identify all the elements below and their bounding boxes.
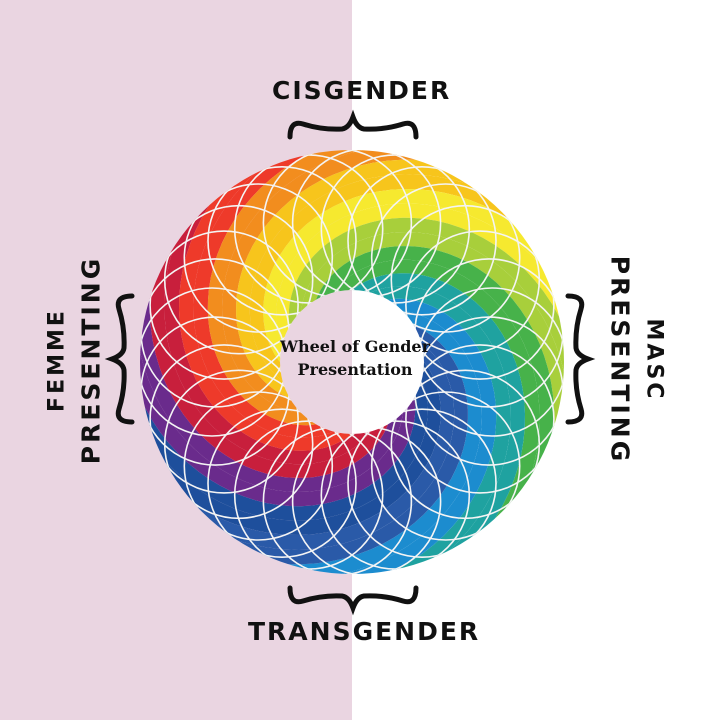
spectrum-wedge <box>195 323 468 565</box>
brace-top-icon <box>287 109 419 140</box>
femme-presenting-label: FEMME PRESENTING <box>35 256 115 464</box>
presenting-right-label: PRESENTING <box>605 255 635 465</box>
spectrum-wedge <box>164 169 376 465</box>
lattice-circle <box>405 344 555 494</box>
spectrum-wedge <box>207 138 408 426</box>
spectrum-wedge <box>128 306 416 507</box>
spectrum-wedge <box>149 205 391 478</box>
spectrum-wedge <box>159 338 455 550</box>
brace-bottom-icon <box>287 585 419 616</box>
lattice-circle <box>149 230 299 380</box>
spectrum-wedge <box>276 203 576 360</box>
spectrum-wedge <box>288 217 576 418</box>
spectrum-wedge <box>313 246 555 519</box>
masc-label: MASC <box>641 318 667 402</box>
lattice-circle <box>183 183 334 333</box>
lattice-circle <box>207 166 357 316</box>
lattice-circle <box>140 316 290 466</box>
lattice-circle <box>370 183 521 333</box>
presenting-left-label: PRESENTING <box>76 255 106 465</box>
center-title-line1: Wheel of Gender <box>279 337 430 356</box>
lattice-circle <box>347 166 497 316</box>
transgender-label: TRANSGENDER <box>248 617 481 646</box>
lattice-circle <box>370 391 521 541</box>
brace-right-icon <box>565 293 596 425</box>
center-title-line2: Presentation <box>297 360 413 379</box>
lattice-circle <box>405 230 555 380</box>
lattice-circle <box>137 287 287 437</box>
masc-presenting-label: PRESENTING MASC <box>596 256 676 464</box>
lattice-circle <box>414 258 564 408</box>
lattice-circle <box>347 408 497 559</box>
cisgender-label: CISGENDER <box>272 76 452 105</box>
spectrum-wedge <box>249 174 545 386</box>
spectrum-wedge <box>236 159 509 401</box>
lattice-circle <box>149 344 299 494</box>
spectrum-wedge <box>193 138 350 438</box>
lattice-circle <box>262 148 413 298</box>
spectrum-wedge <box>354 286 511 586</box>
lattice-circle <box>207 408 357 559</box>
lattice-circle <box>417 287 567 437</box>
wheel-center-title: Wheel of Gender Presentation <box>270 335 440 381</box>
femme-label: FEMME <box>44 308 70 412</box>
color-spectrum-ring <box>128 138 576 586</box>
spectrum-wedge <box>128 364 428 521</box>
spiral-lattice <box>137 148 567 577</box>
spectrum-wedge <box>328 259 540 555</box>
brace-left-icon <box>104 293 135 425</box>
lattice-circle <box>291 426 442 577</box>
spectrum-wedge <box>296 298 497 586</box>
lattice-circle <box>183 391 334 541</box>
